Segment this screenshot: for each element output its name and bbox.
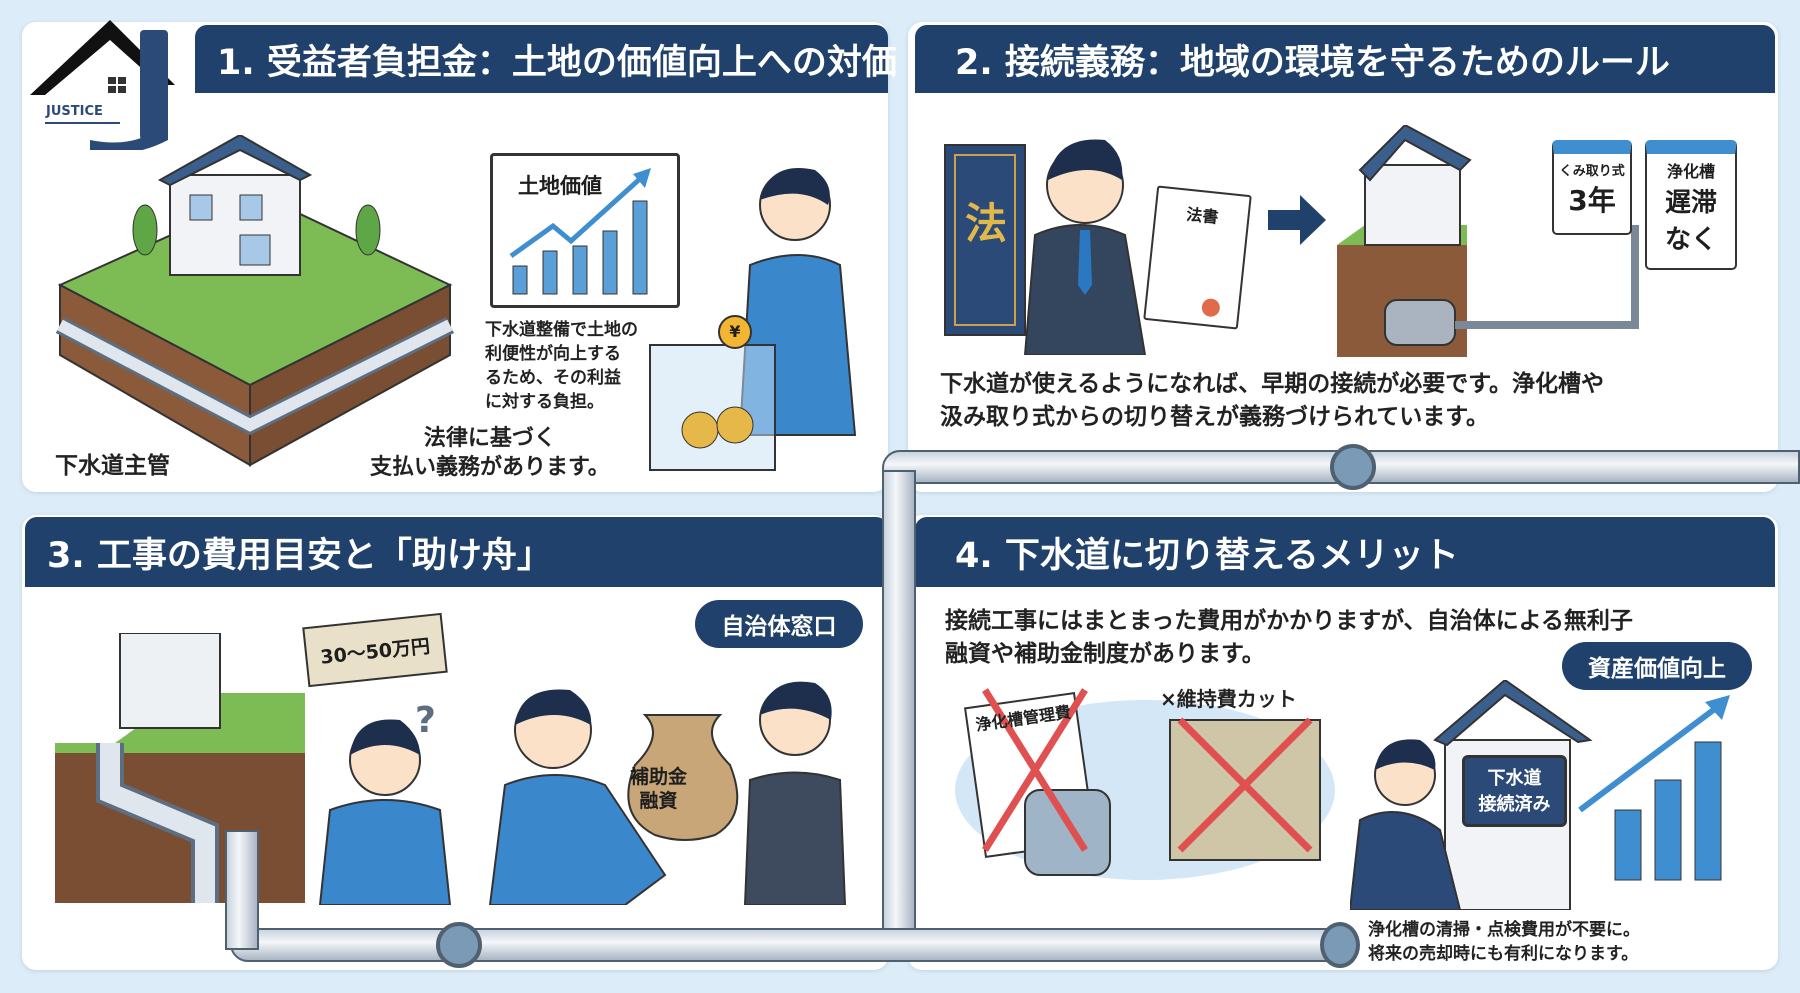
legal-document: 法書 [1143, 185, 1252, 330]
benefit-note-line: に対する負担。 [485, 392, 604, 412]
law-obligation-note: 法律に基づく 支払い義務があります。 [370, 424, 610, 482]
land-value-chart: 土地価値 [490, 153, 680, 308]
maintenance-cut-label: ×維持費カット [1160, 687, 1297, 711]
benefit-note-line: 利便性が向上する [485, 344, 621, 364]
worried-man-illustration [318, 719, 452, 905]
sewer-connected-sign: 下水道 接続済み [1462, 755, 1567, 827]
pipe-end-opening [1320, 922, 1360, 968]
bag-label-line: 融資 [639, 790, 678, 812]
calendar-septic-no-delay: 浄化槽 遅滞 なく [1645, 140, 1737, 270]
seal-icon [1200, 297, 1221, 318]
panel-2-body: 下水道が使えるようになれば、早期の接続が必要です。浄化槽や 汲み取り式からの切り… [940, 368, 1604, 434]
arrow-right-icon [1268, 195, 1326, 245]
calendar-value: 3年 [1568, 184, 1616, 217]
footer-line: 浄化槽の清掃・点検費用が不要に。 [1368, 920, 1640, 940]
benefit-note-line: るため、その利益 [485, 368, 621, 388]
vertical-connecting-pipe [882, 470, 916, 950]
bag-label-line: 補助金 [630, 766, 688, 788]
body-line: 下水道が使えるようになれば、早期の接続が必要です。浄化槽や [940, 371, 1605, 397]
law-note-line: 支払い義務があります。 [370, 455, 610, 480]
asset-value-up-badge: 資産価値向上 [1562, 642, 1752, 690]
question-mark-icon: ? [415, 700, 436, 741]
panel-4-footer: 浄化槽の清掃・点検費用が不要に。 将来の売却時にも有利になります。 [1368, 918, 1640, 966]
panel-2-title: 2. 接続義務：地域の環境を守るためのルール [915, 25, 1775, 93]
money-bag-label: 補助金 融資 [630, 765, 687, 813]
calendar-value: 遅滞 [1664, 188, 1717, 218]
benefit-note-line: 下水道整備で土地の [485, 320, 638, 340]
sign-line: 接続済み [1478, 794, 1551, 815]
sewer-main-label: 下水道主管 [55, 453, 170, 479]
panel-4-title: 4. 下水道に切り替えるメリット [915, 517, 1775, 587]
logo-text: JUSTICE [46, 104, 103, 119]
coin-icon: ¥ [718, 315, 752, 349]
house-septic-illustration [1337, 125, 1639, 357]
footer-line: 将来の売却時にも有利になります。 [1368, 944, 1639, 964]
law-book-label: 法 [965, 199, 1008, 248]
body-line: 接続工事にはまとまった費用がかかりますが、自治体による無利子 [945, 608, 1633, 634]
law-book-illustration [944, 144, 1026, 336]
cost-estimate-label: 30〜50万円 [319, 634, 431, 669]
panel-1-title: 1. 受益者負担金：土地の価値向上への対価 [195, 25, 897, 93]
maintenance-cost-cut-illustration [955, 688, 1335, 880]
panel-3-title: 3. 工事の費用目安と「助け舟」 [25, 517, 888, 587]
calendar-pump-3yr: くみ取り式 3年 [1552, 140, 1632, 235]
document-label: 法書 [1185, 204, 1220, 227]
panel-4-body: 接続工事にはまとまった費用がかかりますが、自治体による無利子 融資や補助金制度が… [945, 605, 1633, 671]
calendar-label: 浄化槽 [1666, 162, 1715, 181]
resident-receiving-bag-illustration [488, 681, 847, 905]
logo: JUSTICE [0, 0, 190, 150]
body-line: 汲み取り式からの切り替えが義務づけられています。 [940, 404, 1490, 430]
house-logo-icon [30, 20, 175, 150]
pipe-construction-illustration [55, 633, 305, 903]
pipe-joint-top [1330, 444, 1376, 490]
rising-bar-chart-icon [509, 168, 651, 295]
pipe-joint-bottom-left [436, 922, 482, 968]
body-line: 融資や補助金制度があります。 [945, 641, 1265, 667]
man-with-coin-box-illustration [649, 168, 857, 471]
calendar-value: なく [1664, 225, 1717, 255]
official-man-illustration [1023, 139, 1147, 355]
land-value-label: 土地価値 [518, 174, 602, 198]
panel-3-down-pipe [225, 830, 259, 950]
bottom-connecting-pipe [230, 928, 1340, 962]
sign-line: 下水道 [1487, 768, 1542, 789]
law-note-line: 法律に基づく [423, 426, 556, 451]
calendar-label: くみ取り式 [1559, 164, 1625, 179]
municipal-counter-badge: 自治体窓口 [695, 600, 863, 648]
benefit-note: 下水道整備で土地の 利便性が向上する るため、その利益 に対する負担。 [485, 318, 638, 414]
house-cross-section-illustration [55, 135, 455, 467]
